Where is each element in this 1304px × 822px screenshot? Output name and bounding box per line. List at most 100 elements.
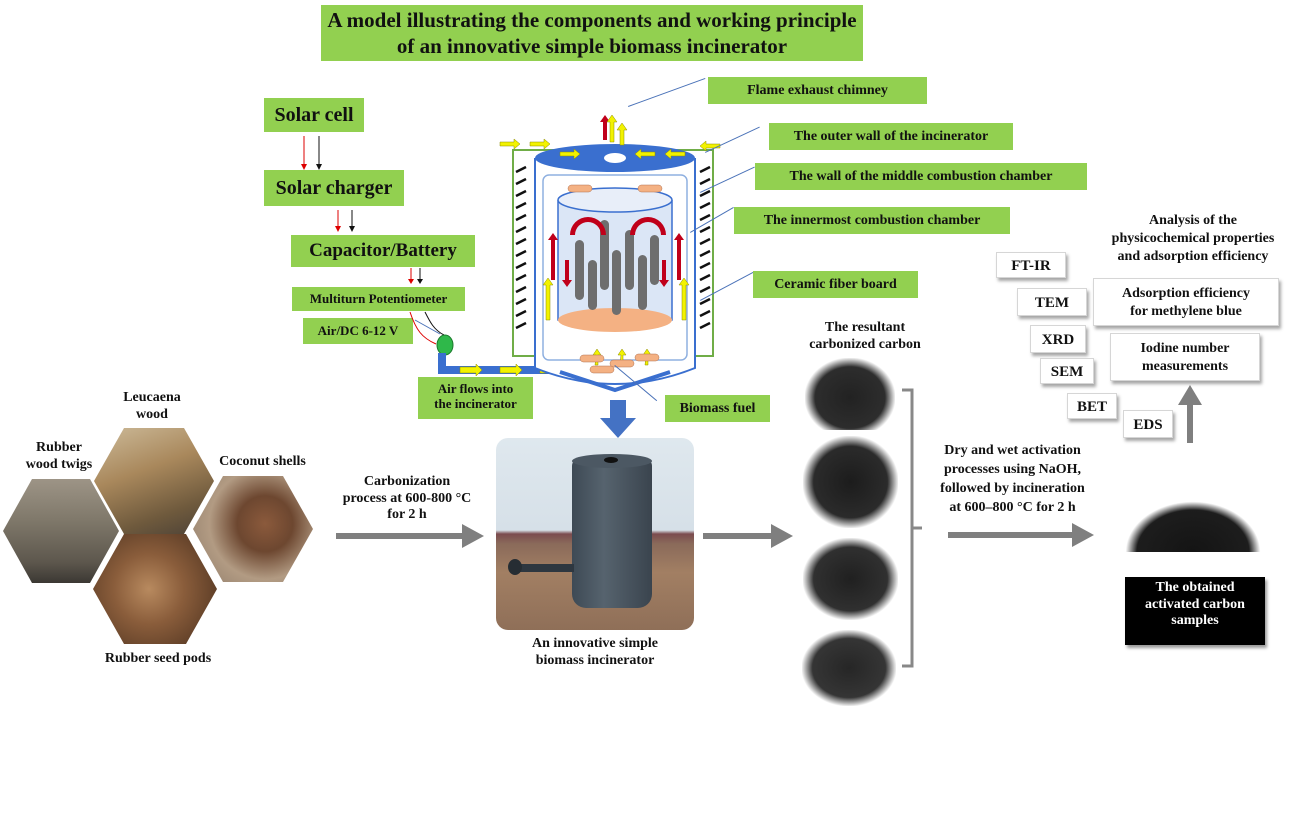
solar-cell-box: Solar cell xyxy=(264,98,364,132)
incinerator-photo xyxy=(496,438,694,630)
middle-wall-label-box: The wall of the middle combustion chambe… xyxy=(755,163,1087,190)
adsorption-efficiency-box: Adsorption efficiency for methylene blue xyxy=(1093,278,1279,326)
carbon-group-bracket xyxy=(902,388,922,668)
air-blower-fan xyxy=(436,334,454,356)
middle-wall-label: The wall of the middle combustion chambe… xyxy=(789,169,1053,184)
solar-charger-box: Solar charger xyxy=(264,170,404,206)
fan-leader xyxy=(414,319,441,335)
capacitor-battery-label: Capacitor/Battery xyxy=(309,240,457,261)
analysis-heading-line-3: and adsorption efficiency xyxy=(1117,249,1269,264)
air-flow-line-1: Air flows into xyxy=(437,381,514,396)
carbon-sample-2-photo xyxy=(803,436,898,528)
seed-pods-text: Rubber seed pods xyxy=(104,651,212,666)
innermost-label: The innermost combustion chamber xyxy=(763,213,981,228)
rubber-wood-twigs-photo xyxy=(3,479,119,583)
air-duct xyxy=(438,353,570,374)
activation-line-4: at 600–800 °C for 2 h xyxy=(949,500,1076,515)
red-wire-to-fan xyxy=(409,311,437,345)
rubber-seed-pods-photo xyxy=(93,534,217,644)
activation-label: Dry and wet activation processes using N… xyxy=(920,441,1105,517)
incinerator-photo-caption: An innovative simple biomass incinerator xyxy=(490,636,700,669)
outer-wall-label: The outer wall of the incinerator xyxy=(793,129,989,144)
power-wires xyxy=(301,136,445,345)
ceramic-label-box: Ceramic fiber board xyxy=(753,271,918,298)
technique-bet: BET xyxy=(1067,393,1117,419)
technique-sem-label: SEM xyxy=(1050,364,1084,380)
air-flow-line-2: the incinerator xyxy=(434,396,517,412)
carbonized-caption: The resultant carbonized carbon xyxy=(790,320,940,353)
carbonization-arrow xyxy=(336,524,484,548)
leucaena-line-2: wood xyxy=(136,406,168,422)
iodine-line-2: measurements xyxy=(1141,359,1229,374)
technique-ftir: FT-IR xyxy=(996,252,1066,278)
carbon-sample-3-photo xyxy=(803,538,898,620)
incinerator-blower xyxy=(508,559,522,575)
chimney-leader xyxy=(628,77,706,107)
technique-bet-label: BET xyxy=(1076,399,1107,415)
activated-line-3: samples xyxy=(1171,613,1219,629)
technique-eds-label: EDS xyxy=(1133,417,1163,433)
incinerator-schematic xyxy=(436,114,721,393)
carbonization-line-3: for 2 h xyxy=(387,507,427,523)
coconut-shells-photo xyxy=(193,476,313,582)
biomass-fuel-pellets xyxy=(567,184,663,374)
activation-line-1: Dry and wet activation xyxy=(944,443,1081,458)
leucaena-wood-photo xyxy=(94,428,214,534)
technique-ftir-label: FT-IR xyxy=(1011,258,1051,274)
analysis-heading-line-1: Analysis of the xyxy=(1149,213,1237,228)
potentiometer-box: Multiturn Potentiometer xyxy=(292,287,465,311)
blue-down-arrow xyxy=(600,400,636,438)
activation-arrow xyxy=(948,523,1094,547)
black-wire-arrow-3 xyxy=(417,268,423,284)
technique-eds: EDS xyxy=(1123,410,1173,438)
carbon-sample-4-photo xyxy=(802,630,896,706)
carbonized-line-1: The resultant xyxy=(824,320,906,335)
activated-line-1: The obtained xyxy=(1155,580,1235,595)
black-wire-to-fan xyxy=(424,311,445,336)
red-wire-arrow-1 xyxy=(301,136,307,170)
incinerator-caption-line-2: biomass incinerator xyxy=(535,652,655,668)
adsorption-line-2: for methylene blue xyxy=(1130,304,1242,319)
carbon-sample-1-photo xyxy=(805,358,895,430)
solar-cell-label: Solar cell xyxy=(274,104,354,126)
analysis-up-arrow xyxy=(1178,385,1202,443)
leucaena-label: Leucaena wood xyxy=(112,390,192,423)
innermost-label-box: The innermost combustion chamber xyxy=(734,207,1010,234)
black-wire-arrow-2 xyxy=(349,210,355,232)
incinerator-opening xyxy=(604,457,618,463)
carbonization-line-1: Carbonization xyxy=(363,474,451,489)
biomass-fuel-sticks xyxy=(575,220,659,315)
air-dc-box: Air/DC 6-12 V xyxy=(303,318,413,344)
iodine-line-1: Iodine number xyxy=(1140,341,1230,356)
rubber-twigs-line-1: Rubber xyxy=(36,440,82,455)
solar-charger-label: Solar charger xyxy=(275,177,393,199)
biomass-fuel-label-box: Biomass fuel xyxy=(665,395,770,422)
analysis-heading-line-2: physicochemical properties xyxy=(1111,231,1275,246)
carbonization-label: Carbonization process at 600-800 °C for … xyxy=(322,474,492,524)
incinerator-air-pipe xyxy=(514,564,574,572)
technique-xrd: XRD xyxy=(1030,325,1086,353)
ceramic-label: Ceramic fiber board xyxy=(774,277,897,292)
activated-carbon-photo xyxy=(1108,452,1278,552)
activation-line-3: followed by incineration xyxy=(940,481,1085,496)
activation-line-2: processes using NaOH, xyxy=(943,462,1082,477)
activated-line-2: activated carbon xyxy=(1145,596,1245,612)
chimney-label-box: Flame exhaust chimney xyxy=(708,77,927,104)
rubber-twigs-line-2: wood twigs xyxy=(25,456,93,472)
air-distribution-plate xyxy=(559,370,671,393)
figure-title: A model illustrating the components and … xyxy=(321,5,863,61)
title-line-2: of an innovative simple biomass incinera… xyxy=(396,34,788,58)
chimney-label: Flame exhaust chimney xyxy=(747,83,888,98)
outer-wall-label-box: The outer wall of the incinerator xyxy=(769,123,1013,150)
incinerator-body xyxy=(572,458,652,608)
red-wire-arrow-3 xyxy=(408,268,414,284)
activated-carbon-caption-box: The obtained activated carbon samples xyxy=(1125,577,1265,645)
leucaena-line-1: Leucaena xyxy=(123,390,181,405)
to-carbon-arrow xyxy=(703,524,793,548)
coconut-text: Coconut shells xyxy=(219,454,306,469)
carbonized-line-2: carbonized carbon xyxy=(809,336,921,352)
seed-pods-label: Rubber seed pods xyxy=(88,651,228,668)
biomass-fuel-label: Biomass fuel xyxy=(679,401,756,416)
insulation-hatching xyxy=(515,165,711,330)
technique-tem: TEM xyxy=(1017,288,1087,316)
